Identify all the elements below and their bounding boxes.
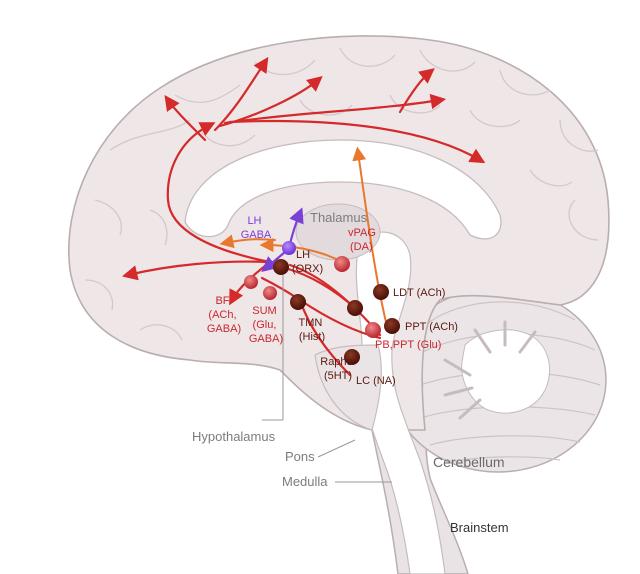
nucleus-bf: [244, 275, 258, 289]
label-hypothalamus: Hypothalamus: [192, 429, 276, 444]
nucleus-lh-orx: [273, 259, 289, 275]
nucleus-ppt: [384, 318, 400, 334]
pons-shape: [314, 344, 382, 431]
cerebellum-shape: [389, 287, 607, 473]
label-raphe: Raphe (5HT): [320, 356, 355, 382]
nucleus-lc: [344, 349, 360, 365]
gyri-texture: [84, 47, 599, 341]
orange-projections: [219, 146, 389, 331]
label-ppt: PPT (ACh): [405, 321, 458, 333]
label-medulla: Medulla: [282, 474, 328, 489]
region-leader-lines: [262, 275, 392, 483]
nucleus-raphe: [347, 300, 363, 316]
nucleus-vpag: [334, 256, 350, 272]
nucleus-pb-ppt: [365, 322, 381, 338]
nuclei: [244, 241, 400, 365]
nucleus-lh-gaba: [282, 241, 296, 255]
region-labels: Hypothalamus Pons Medulla Cerebellum Bra…: [192, 429, 509, 535]
label-tmn: TMN (Hist): [299, 317, 326, 343]
label-vpag: vPAG (DA): [348, 227, 379, 253]
label-lh-orx: LH (ORX): [292, 249, 323, 275]
label-sum: SUM (Glu, GABA): [249, 305, 283, 345]
label-lc: LC (NA): [356, 375, 396, 387]
label-bf: BF (ACh, GABA): [207, 295, 241, 335]
nucleus-tmn: [290, 294, 306, 310]
label-brainstem: Brainstem: [450, 520, 509, 535]
label-thalamus: Thalamus: [310, 210, 368, 225]
label-pb-ppt: PB,PPT (Glu): [375, 339, 441, 351]
label-lh-gaba: LH GABA: [241, 215, 272, 241]
label-pons: Pons: [285, 449, 315, 464]
label-ldt: LDT (ACh): [393, 287, 445, 299]
nucleus-ldt: [373, 284, 389, 300]
nucleus-sum: [263, 286, 277, 300]
label-cerebellum: Cerebellum: [433, 454, 505, 470]
corpus-callosum: [184, 139, 502, 240]
nucleus-labels: LH GABA Thalamus LH (ORX) vPAG (DA) BF (…: [207, 210, 458, 387]
